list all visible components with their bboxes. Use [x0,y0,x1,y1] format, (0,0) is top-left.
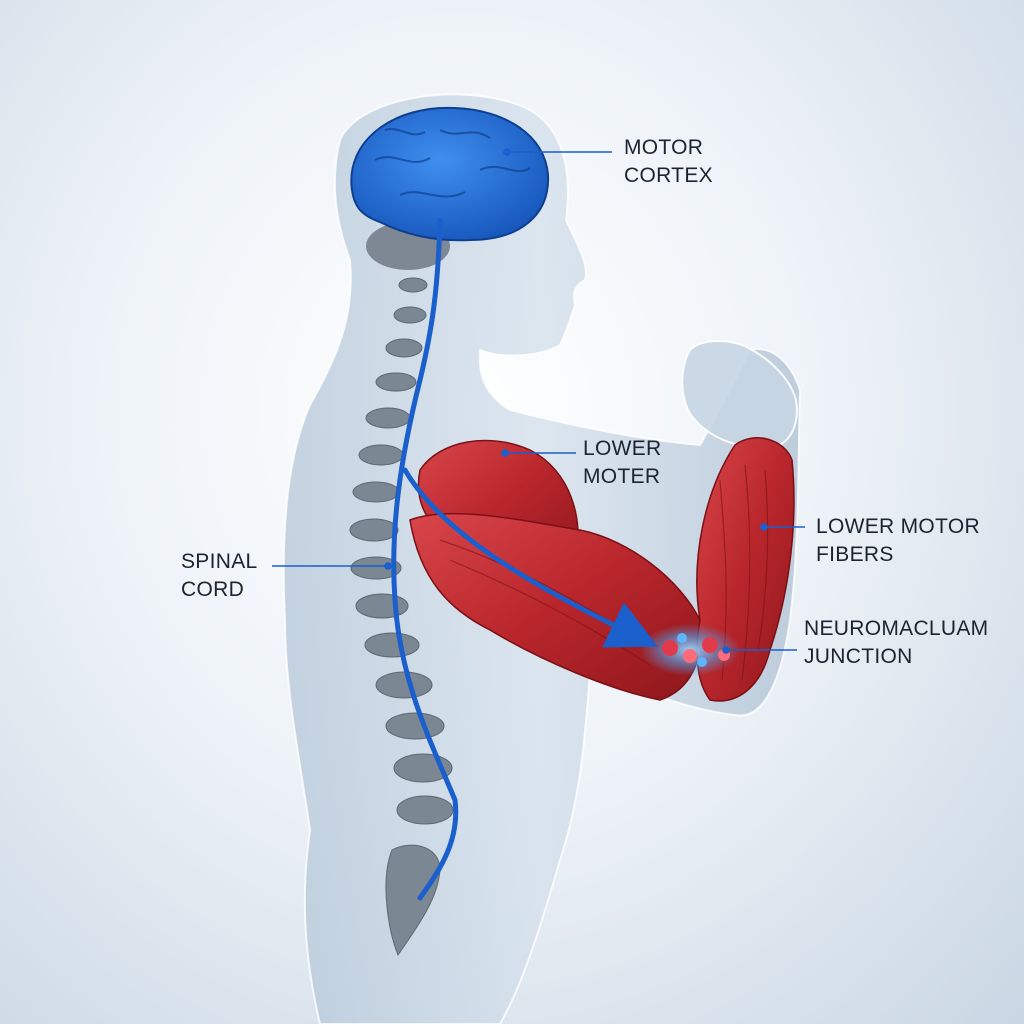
nerve-pathway [391,217,459,901]
spinal-cord-label-line2: CORD [181,578,245,601]
spine [349,277,454,957]
spinal-cord-label-line1: SPINAL [181,550,258,573]
lower-motor-fibers-label-line1: LOWER MOTOR [816,515,980,538]
brain [350,106,550,242]
motor-cortex-label-line2: CORTEX [624,164,713,187]
lower-motor-fibers-label-line2: FIBERS [816,543,894,566]
spinal-cord-label: SPINAL CORD [181,548,258,604]
neuromuscular-junction-label: NEUROMACLUAM JUNCTION [804,615,988,671]
motor-cortex-label: MOTOR CORTEX [624,134,713,190]
lower-moter-label-line2: MOTER [583,465,661,488]
fist [681,340,798,450]
neuromuscular-junction-glow [640,624,740,676]
neuromuscular-junction-label-line2: JUNCTION [804,645,913,668]
leader-lines [272,148,805,654]
lower-moter-label-line1: LOWER [583,437,662,460]
neuromuscular-junction-label-line1: NEUROMACLUAM [804,617,989,640]
lower-motor-fibers-label: LOWER MOTOR FIBERS [816,513,980,569]
motor-signal-arrow [402,467,659,648]
lower-moter-label: LOWER MOTER [583,435,662,491]
motor-cortex-label-line1: MOTOR [624,136,704,159]
